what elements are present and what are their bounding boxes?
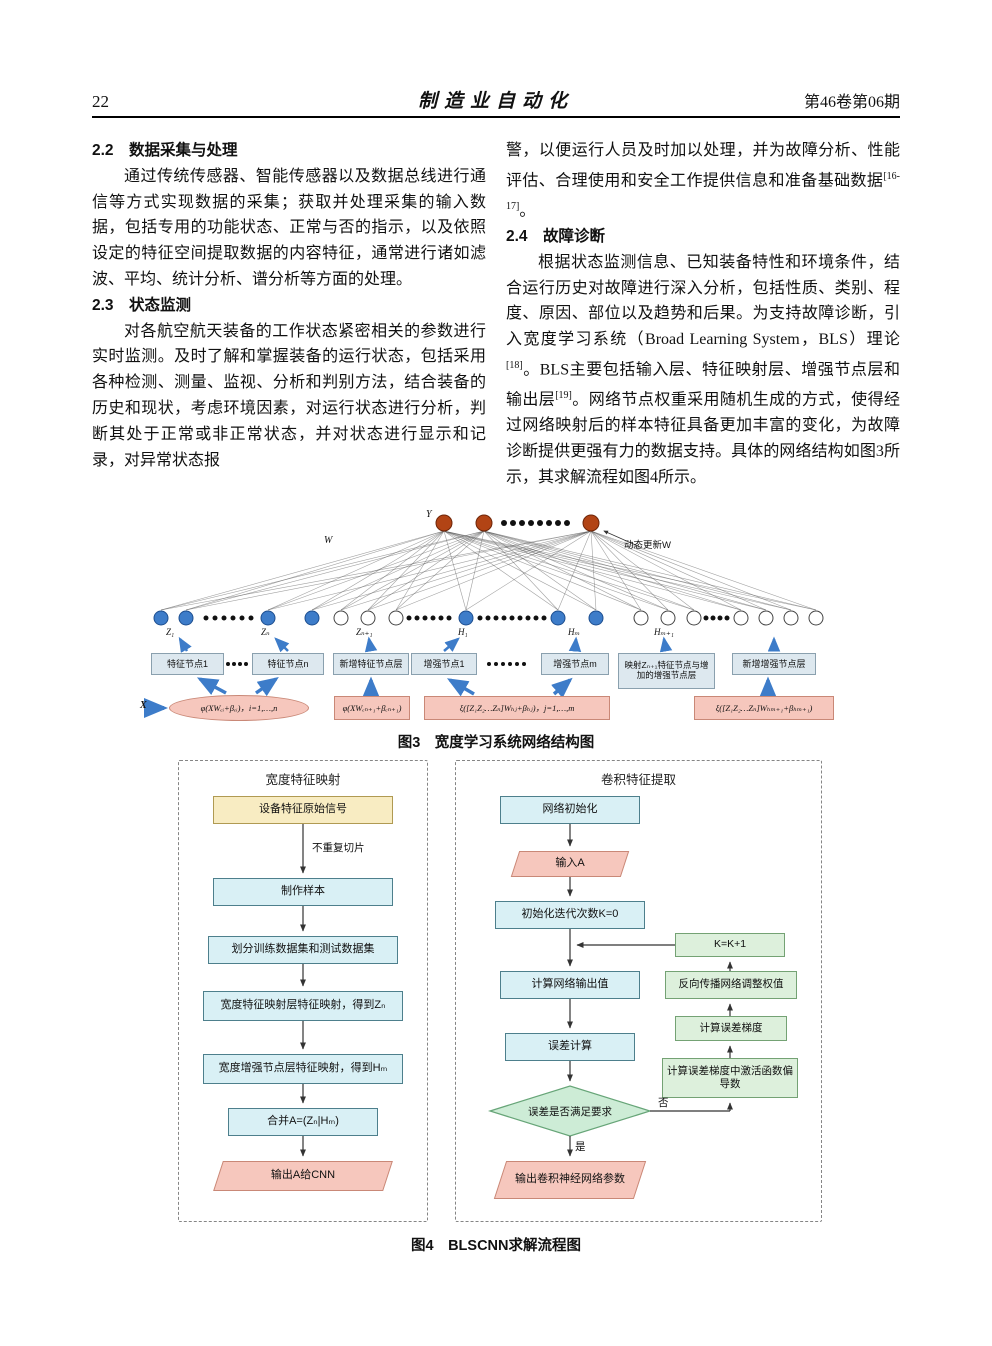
body-part-1: 根据状态监测信息、已知装备特性和环境条件，结合运行历史对故障进行深入分析，包括性… <box>506 253 900 349</box>
flow-step-enhance-mapping: 宽度增强节点层特征映射，得到Hₘ <box>203 1054 403 1084</box>
node-label-hm: Hₘ <box>568 627 581 637</box>
section-2-2-heading: 2.2 数据采集与处理 <box>92 142 238 159</box>
flow-step-output-cnn-params: 输出卷积神经网络参数 <box>493 1161 647 1199</box>
citation-16-17: [16-17] <box>506 170 900 212</box>
node-label-h1: H₁ <box>458 627 468 637</box>
flow-step-make-sample: 制作样本 <box>213 878 393 906</box>
section-2-4-body: 根据状态监测信息、已知装备特性和环境条件，结合运行历史对故障进行深入分析，包括性… <box>506 250 900 491</box>
branch-label-no: 否 <box>658 1097 669 1109</box>
flow-step-input-a: 输入A <box>510 851 630 877</box>
formula-new-enhance-mapping: ξ([Z₁Z₂…Zₙ]Wₕₘ₊₁+βₕₘ₊₁) <box>694 696 834 720</box>
page-number: 22 <box>92 92 109 111</box>
dynamic-update-label: 动态更新W <box>624 540 671 551</box>
box-enhance-node-1: 增强节点1 <box>411 653 477 675</box>
flow-step-activation-derivative: 计算误差梯度中激活函数偏导数 <box>662 1058 798 1098</box>
flow-step-k-increment: K=K+1 <box>675 933 785 957</box>
flow-step-output-cnn-label: 输出卷积神经网络参数 <box>515 1173 625 1186</box>
formula-enhance-mapping: ξ([Z₁Z₂…Zₙ]Wₕⱼ+βₕⱼ)，j=1,…,m <box>424 696 610 720</box>
box-new-enhance-layer: 新增增强节点层 <box>732 653 816 675</box>
node-label-z1: Z₁ <box>166 627 175 637</box>
panel-right-title: 卷积特征提取 <box>600 773 676 787</box>
box-feature-node-1: 特征节点1 <box>151 653 224 675</box>
flow-step-output-a-label: 输出A给CNN <box>270 1169 336 1182</box>
input-label-x: X <box>140 700 147 711</box>
fig3-network-svg <box>144 514 824 718</box>
citation-19: [19] <box>555 390 572 402</box>
output-label-y: Y <box>426 509 432 520</box>
figure4-caption: 图4 BLSCNN求解流程图 <box>411 1238 581 1254</box>
label-non-repeating-slice: 不重复切片 <box>312 842 365 854</box>
left-column: 2.2 数据采集与处理 通过传统传感器、智能传感器以及数据总线进行通信等方式实现… <box>92 138 486 473</box>
flow-step-error-gradient: 计算误差梯度 <box>675 1016 787 1041</box>
body-part-3: 。网络节点权重采用随机生成的方式，使得经过网络映射后的样本特征具备更加丰富的变化… <box>506 391 900 486</box>
flow-step-init-iterations: 初始化迭代次数K=0 <box>495 901 645 929</box>
flow-step-backprop-adjust: 反向传播网络调整权值 <box>665 971 797 999</box>
fig3-blue-arrows <box>144 530 781 718</box>
box-feature-node-n: 特征节点n <box>252 653 324 675</box>
flow-step-merge-a: 合并A=(Zₙ|Hₘ) <box>228 1108 378 1136</box>
node-label-hm1: Hₘ₊₁ <box>654 627 674 637</box>
figure4-blscnn-flowchart: 宽度特征映射 卷积特征提取 设备特征原始信号 不重复切片 制作样本 划分训练数据… <box>170 758 830 1230</box>
branch-label-yes: 是 <box>575 1141 586 1153</box>
continued-text-end: 。 <box>519 202 536 220</box>
body-part-2: 。BLS主要包括输入层、特征映射层、增强节点层和输出层 <box>506 361 900 409</box>
box-mapped-enhance-layer: 映射Zₙ₊₁特征节点与增加的增强节点层 <box>618 653 715 689</box>
journal-title: 制造业自动化 <box>417 91 574 112</box>
page-header: 22 制造业自动化 第46卷第06期 <box>92 86 900 113</box>
flow-step-split-dataset: 划分训练数据集和测试数据集 <box>208 936 398 964</box>
continued-text: 警，以便运行人员及时加以处理，并为故障分析、性能评估、合理使用和安全工作提供信息… <box>506 142 900 190</box>
flow-step-network-init: 网络初始化 <box>500 796 640 824</box>
citation-18: [18] <box>506 360 523 372</box>
section-2-3-heading: 2.3 状态监测 <box>92 296 192 314</box>
box-new-feature-layer: 新增特征节点层 <box>333 653 409 675</box>
decision-error-check: 误差是否满足要求 <box>528 1105 612 1118</box>
section-2-4-heading: 2.4 故障诊断 <box>506 228 606 246</box>
box-enhance-node-m: 增强节点m <box>541 653 609 675</box>
flow-step-compute-output: 计算网络输出值 <box>500 971 640 999</box>
header-divider <box>92 116 900 118</box>
figure3-caption: 图3 宽度学习系统网络结构图 <box>397 735 595 751</box>
section-2-3-continued: 警，以便运行人员及时加以处理，并为故障分析、性能评估、合理使用和安全工作提供信息… <box>506 138 900 224</box>
flow-step-output-a-to-cnn: 输出A给CNN <box>213 1161 393 1191</box>
formula-feature-mapping: φ(XWₑᵢ+βₑᵢ)，i=1,…,n <box>169 695 309 721</box>
weight-label-w: W <box>324 535 333 546</box>
section-2-3-body: 对各航空航天装备的工作状态紧密相关的参数进行实时监测。及时了解和掌握装备的运行状… <box>92 322 486 469</box>
figure3-bls-network-diagram: Y W 动态更新W X Z₁ Zₙ Zₙ₊₁ H₁ Hₘ Hₘ₊₁ 特征节点1 … <box>106 503 892 731</box>
flow-step-input-a-label: 输入A <box>555 857 585 870</box>
panel-broad-feature-mapping: 宽度特征映射 <box>178 760 428 1222</box>
section-2-2-body: 通过传统传感器、智能传感器以及数据总线进行通信等方式实现数据的采集；获取并处理采… <box>92 167 486 288</box>
node-label-zn: Zₙ <box>261 627 270 637</box>
panel-conv-feature-extraction: 卷积特征提取 <box>455 760 822 1222</box>
right-column: 警，以便运行人员及时加以处理，并为故障分析、性能评估、合理使用和安全工作提供信息… <box>506 138 900 491</box>
flow-step-source-signal: 设备特征原始信号 <box>213 796 393 824</box>
node-label-zn1: Zₙ₊₁ <box>356 627 373 637</box>
flow-step-error-calc: 误差计算 <box>505 1033 635 1061</box>
issue-info: 第46卷第06期 <box>803 94 900 111</box>
fig4-arrows-svg <box>300 824 733 1157</box>
panel-left-title: 宽度特征映射 <box>265 773 341 787</box>
flow-step-feature-mapping: 宽度特征映射层特征映射，得到Zₙ <box>203 991 403 1021</box>
formula-new-feature-mapping: φ(XWₑₙ₊₁+βₑₙ₊₁) <box>334 696 410 720</box>
